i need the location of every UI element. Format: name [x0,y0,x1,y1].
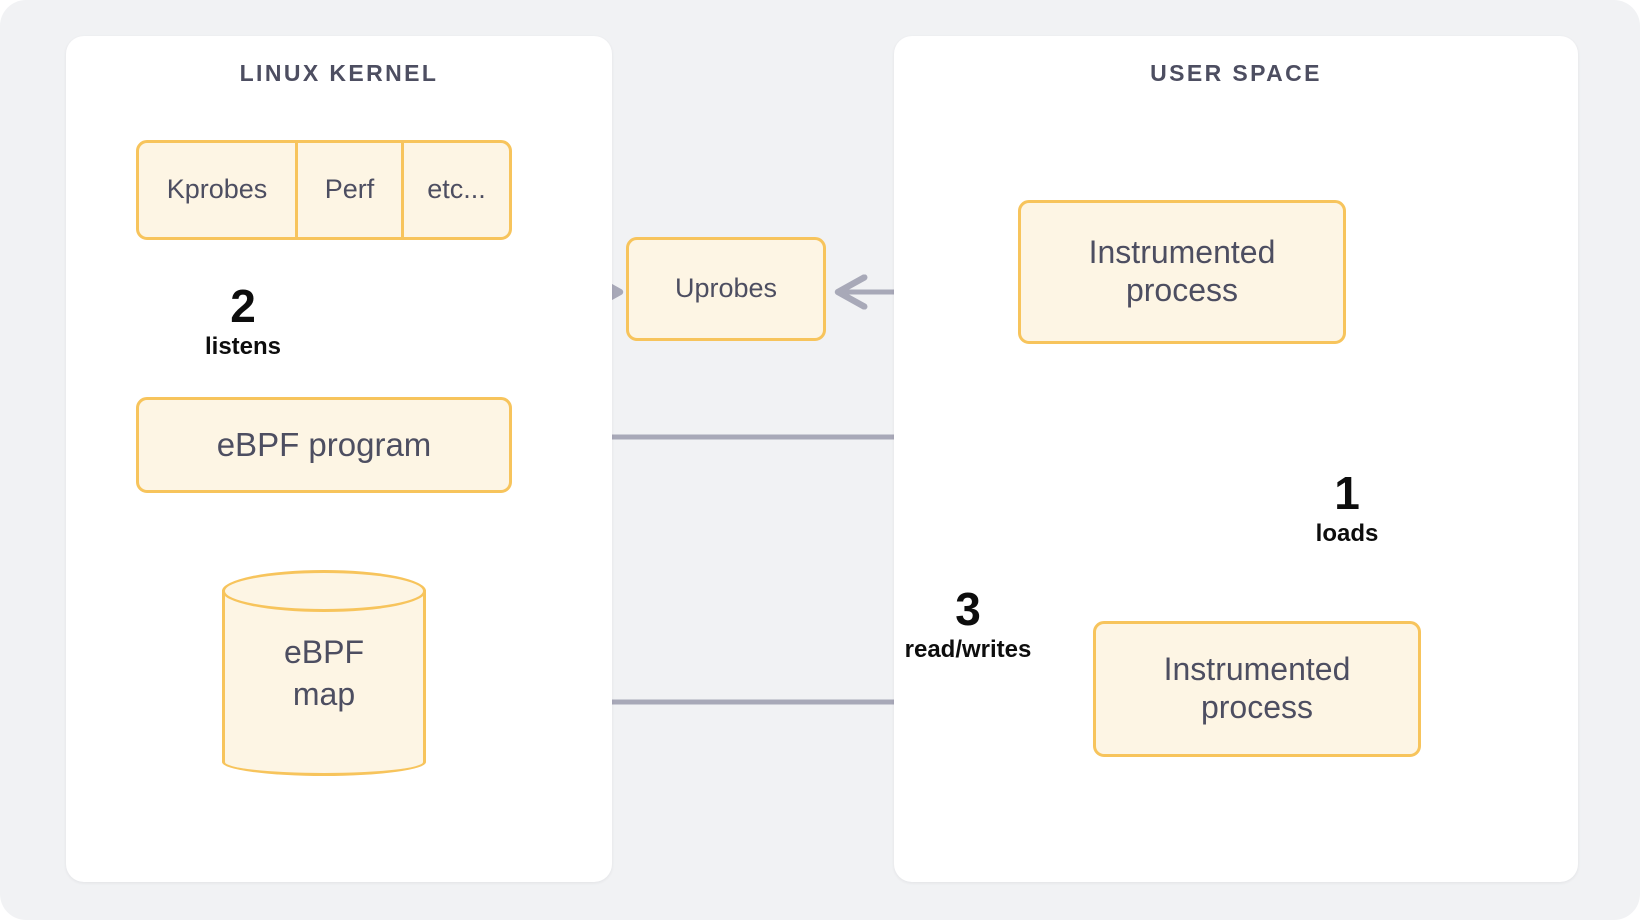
node-instrumented-process-top[interactable]: Instrumented process [1018,200,1346,344]
step-annotation-3: 3 read/writes [878,586,1058,665]
node-probes-strip[interactable]: Kprobes Perf etc... [136,140,512,240]
proc-top-line-1: Instrumented [1088,234,1276,271]
panel-title-user-space: USER SPACE [1150,60,1322,86]
node-instrumented-process-bottom[interactable]: Instrumented process [1093,621,1421,757]
probe-cell-etc[interactable]: etc... [401,143,509,237]
proc-top-line-2: process [1125,272,1239,308]
ebpf-map-line-1: eBPF [283,634,365,670]
panel-title-linux-kernel: LINUX KERNEL [239,60,439,86]
proc-bottom-line-2: process [1200,689,1314,725]
step-2-caption: listens [204,333,282,360]
cylinder-top-ellipse [222,570,426,612]
step-1-number: 1 [1334,467,1360,519]
step-1-caption: loads [1315,520,1379,547]
probe-cell-kprobes[interactable]: Kprobes [166,174,268,205]
ebpf-map-line-2: map [292,675,356,712]
node-ebpf-map[interactable]: eBPF map [222,570,426,796]
node-ebpf-map-label: eBPF map [222,632,426,715]
cylinder-body [222,590,426,776]
step-annotation-1: 1 loads [1287,470,1407,549]
node-ebpf-program[interactable]: eBPF program [136,397,512,493]
step-2-number: 2 [230,280,256,332]
node-uprobes[interactable]: Uprobes [626,237,826,341]
step-annotation-2: 2 listens [176,283,310,362]
step-3-number: 3 [955,583,981,635]
proc-bottom-line-1: Instrumented [1163,651,1351,688]
probe-cell-perf[interactable]: Perf [295,143,401,237]
step-3-caption: read/writes [904,636,1032,663]
